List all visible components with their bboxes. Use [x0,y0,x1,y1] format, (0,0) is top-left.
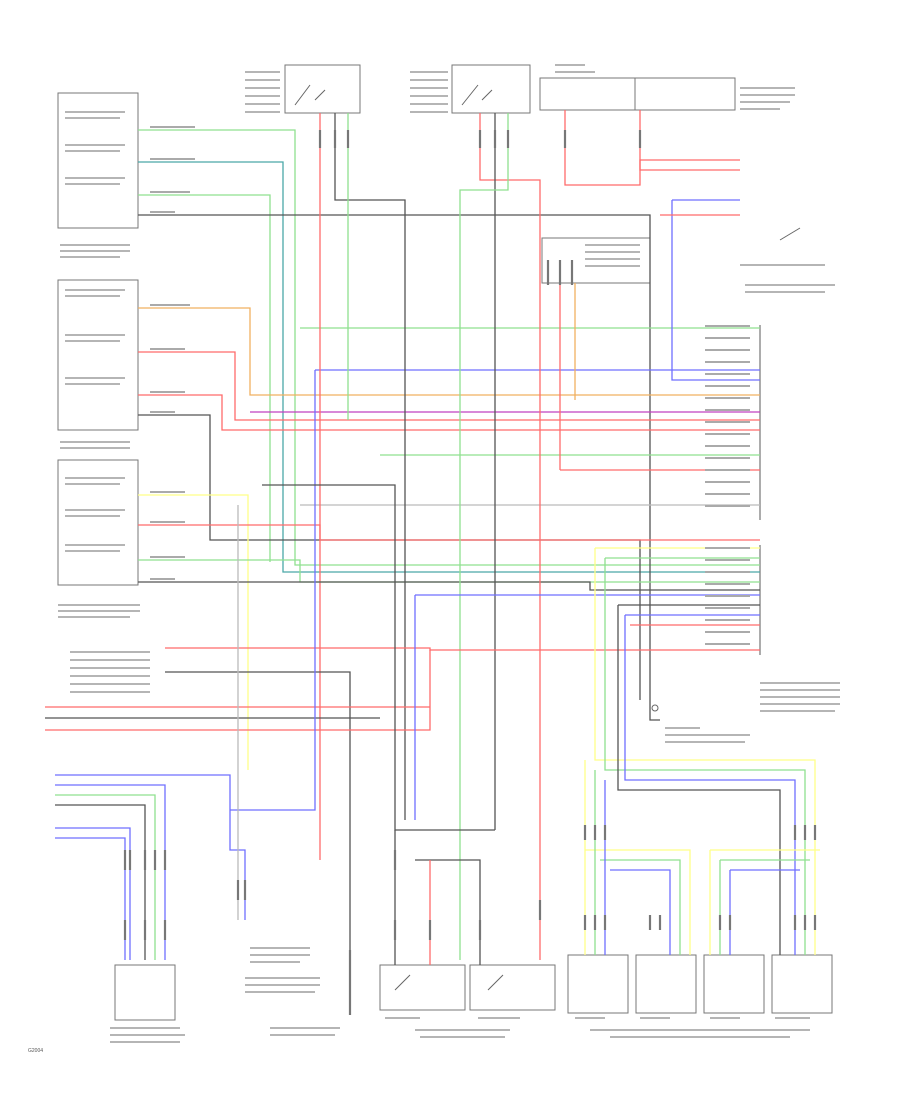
wire-black-v1 [334,113,406,820]
relay-top-right-b [634,77,736,111]
wire-yellow-r1 [594,547,816,955]
wire-black-ground [649,700,660,721]
relay-top-right-a [539,77,636,111]
relay-top-middle [451,64,531,114]
wire-blue-b3 [55,827,131,960]
wire-red-v2 [479,113,541,960]
wire-yellow-r2 [584,760,691,955]
wire-green-b1 [55,794,156,960]
wire-green-r2 [594,770,681,955]
bottom-right-sensor-2 [635,954,697,1014]
wire-red-v4 [639,110,740,171]
wire-black-low1 [165,671,351,960]
wire-red-low1 [165,647,760,651]
wire-red-v1 [319,113,760,541]
bottom-left-sensor [114,964,176,1021]
wire-green-v2 [459,113,509,960]
wire-red-1 [138,351,760,421]
wire-yellow-1 [138,494,249,770]
component-boxes [57,64,833,1021]
wire-black-b1 [55,804,146,960]
left-valve-block-1 [57,92,139,229]
wire-green-3 [138,559,760,583]
left-valve-block-3 [57,459,139,586]
relay-top-left [284,64,361,114]
wire-orange-1 [138,307,760,396]
bottom-sensor-2 [469,964,556,1011]
bottom-right-sensor-1 [567,954,629,1014]
component-label-marks [58,64,840,1043]
connector-pins [123,130,817,1015]
wire-blue-mid-down [230,370,316,811]
wire-black-r1 [617,604,781,955]
wire-blue-v1 [671,199,760,381]
wire-blue-r3 [729,869,800,955]
wire-blue-mid-down2 [414,594,760,820]
wire-teal-1 [138,161,760,573]
left-valve-block-2 [57,279,139,431]
bottom-right-sensor-4 [771,954,833,1014]
wire-black-mid-down [262,484,495,831]
wire-black-2 [138,414,641,700]
wire-red-low3 [45,650,431,731]
wire-blue-r1 [624,614,796,955]
wire-blue-b2 [55,784,166,960]
relay-switch-symbols [294,84,801,991]
wire-green-r1 [604,557,806,955]
bottom-left-ref: G2004 [28,1048,43,1054]
wire-green-1 [138,129,760,566]
wire-black-1 [138,214,651,700]
wire-label-marks [150,126,750,645]
wire-yellow-r3 [709,849,820,955]
wire-black-bm2 [415,859,481,965]
bottom-sensor-1 [379,964,466,1011]
wire-green-2 [138,194,271,562]
wire-blue-b1 [55,774,246,920]
wire-black-3 [138,581,760,591]
wire-red-v3 [564,110,740,186]
wire-blue-b4 [55,837,126,960]
bottom-right-sensor-3 [703,954,765,1014]
wire-green-r3 [719,859,810,955]
wire-red-2 [138,394,760,431]
wires [45,110,820,965]
